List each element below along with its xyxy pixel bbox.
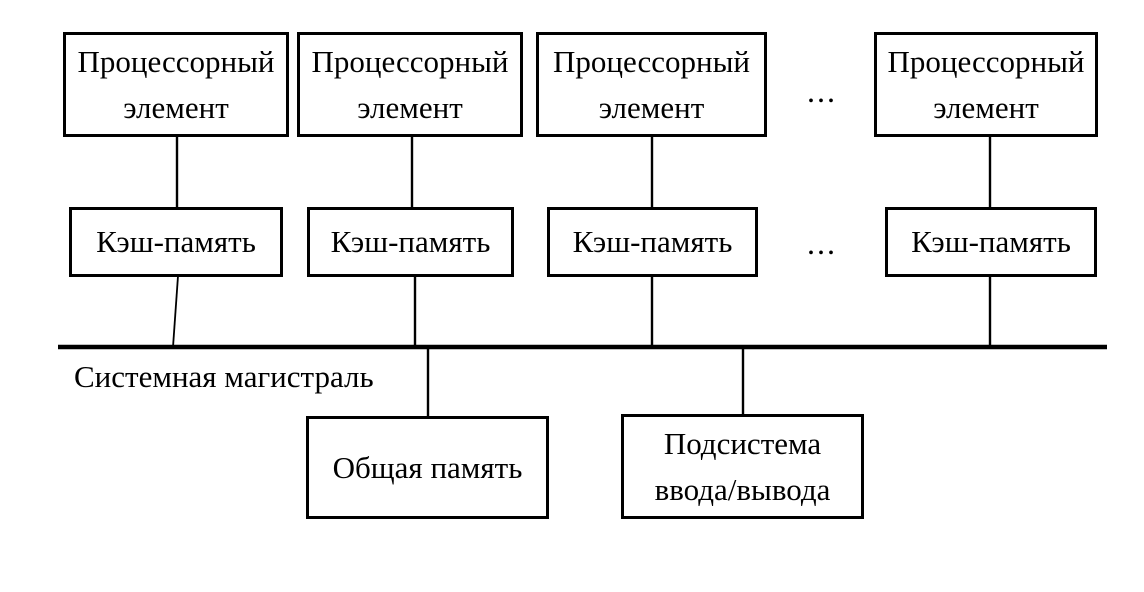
processor-element-box-3: Процессорный элемент bbox=[536, 32, 767, 137]
cache-memory-box-4: Кэш-память bbox=[885, 207, 1097, 277]
processor-element-box-1: Процессорный элемент bbox=[63, 32, 289, 137]
processor-element-box-2: Процессорный элемент bbox=[297, 32, 523, 137]
cache-memory-box-2: Кэш-память bbox=[307, 207, 514, 277]
shared-memory-box: Общая память bbox=[306, 416, 549, 519]
ellipsis-processors: ... bbox=[807, 73, 837, 109]
cache1-bus-connector bbox=[172, 275, 179, 348]
cache-memory-box-3: Кэш-память bbox=[547, 207, 758, 277]
cache-memory-box-1: Кэш-память bbox=[69, 207, 283, 277]
system-bus-label: Системная магистраль bbox=[74, 359, 374, 394]
io-subsystem-box: Подсистема ввода/вывода bbox=[621, 414, 864, 519]
ellipsis-caches: ... bbox=[807, 225, 837, 261]
processor-element-box-4: Процессорный элемент bbox=[874, 32, 1098, 137]
